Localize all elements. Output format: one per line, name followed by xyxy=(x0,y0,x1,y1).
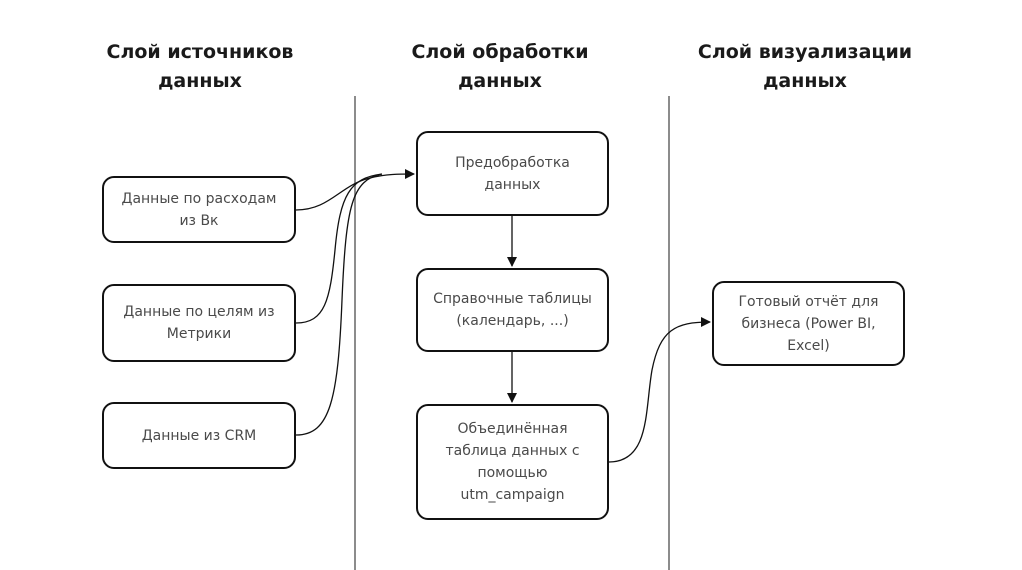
node-reference-tables: Справочные таблицы (календарь, ...) xyxy=(416,268,609,352)
edge-crm-to-preprocessing xyxy=(295,173,383,436)
column-title-sources: Слой источников данных xyxy=(106,41,294,92)
edge-vk-to-preprocessing xyxy=(295,169,415,211)
node-business-report: Готовый отчёт для бизнеса (Power BI, Exc… xyxy=(712,281,905,366)
layer-separator-1 xyxy=(354,96,356,570)
node-crm-data: Данные из CRM xyxy=(102,402,296,469)
column-title-processing: Слой обработки данных xyxy=(411,41,589,92)
edge-metrika-to-preprocessing xyxy=(295,173,383,324)
edge-merged-to-report xyxy=(608,317,711,463)
node-vk-expenses: Данные по расходам из Вк xyxy=(102,176,296,243)
node-preprocessing: Предобработка данных xyxy=(416,131,609,216)
node-merged-table: Объединённая таблица данных с помощью ut… xyxy=(416,404,609,520)
column-title-visualization: Слой визуализации данных xyxy=(697,41,913,92)
node-metrika-goals: Данные по целям из Метрики xyxy=(102,284,296,362)
